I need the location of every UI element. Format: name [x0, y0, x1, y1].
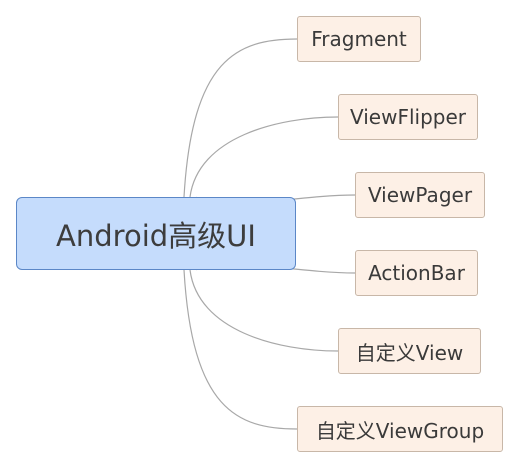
branch-topic-custom-view[interactable]: 自定义View [338, 328, 481, 374]
branch-topic-viewpager[interactable]: ViewPager [355, 172, 485, 218]
branch-topic-custom-viewgroup[interactable]: 自定义ViewGroup [297, 406, 503, 452]
branch-topic-actionbar[interactable]: ActionBar [355, 250, 478, 296]
branch-connector [183, 269, 298, 430]
branch-topic-fragment[interactable]: Fragment [297, 16, 421, 62]
root-topic[interactable]: Android高级UI [16, 197, 296, 270]
branch-connector [189, 269, 339, 352]
branch-connector [183, 38, 298, 198]
branch-topic-viewflipper[interactable]: ViewFlipper [338, 94, 478, 140]
branch-connector [189, 116, 339, 198]
